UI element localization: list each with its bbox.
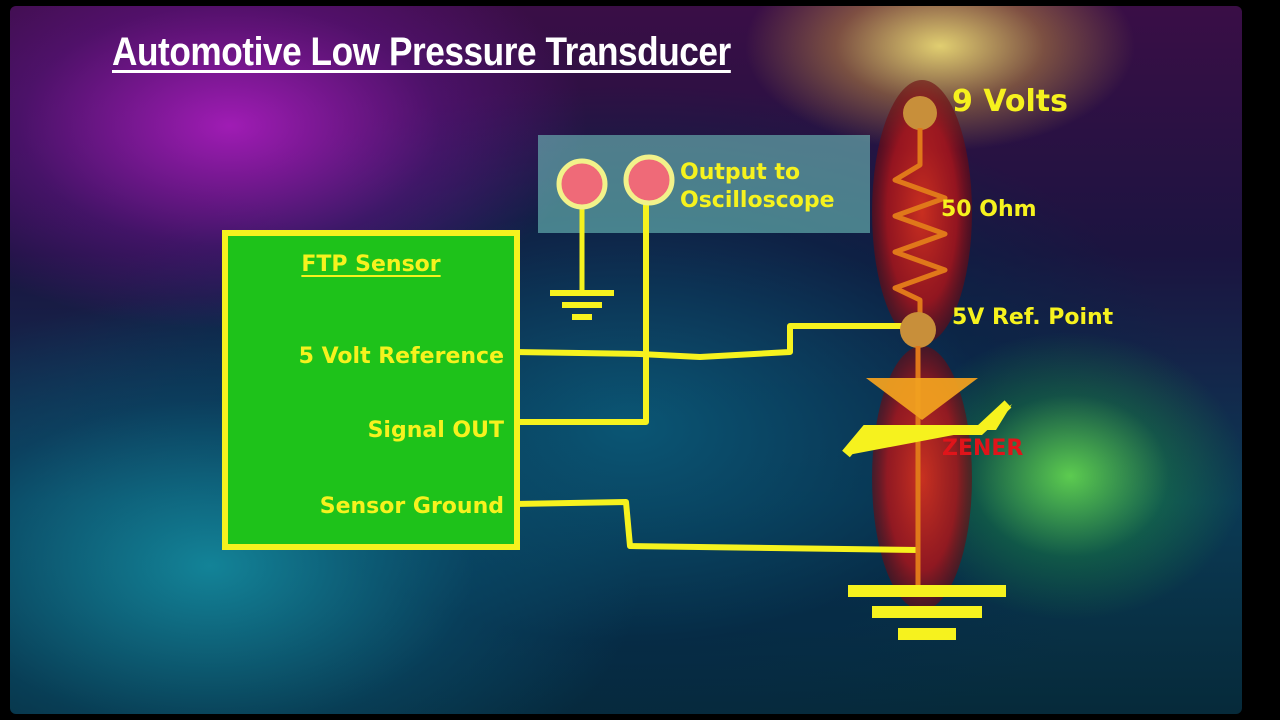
zener-diode (842, 346, 1012, 590)
supply-node (903, 96, 937, 130)
scope-ground-symbol (550, 290, 614, 320)
supply-voltage-label: 9 Volts (952, 84, 1068, 119)
slide-title: Automotive Low Pressure Transducer (112, 30, 731, 74)
wire-sensor-ground (513, 499, 919, 553)
resistor-50-ohm (892, 128, 948, 318)
wire-signal-out (514, 184, 649, 425)
resistor-label: 50 Ohm (941, 197, 1037, 222)
zener-label: ZENER (942, 436, 1024, 461)
sensor-signal-out-label: Signal OUT (367, 418, 504, 443)
slide-background (10, 6, 1242, 714)
sensor-ground-label: Sensor Ground (319, 494, 504, 519)
zener-highlight (872, 346, 972, 610)
resistor-highlight (872, 80, 972, 344)
oscilloscope-label: Output to Oscilloscope (680, 160, 835, 213)
scope-ground-terminal (556, 158, 608, 210)
wire-5v-reference (513, 323, 902, 360)
scope-signal-terminal (623, 154, 675, 206)
sensor-5v-reference-label: 5 Volt Reference (298, 344, 504, 369)
sensor-title: FTP Sensor (301, 252, 441, 277)
ref-point-node (900, 312, 936, 348)
ref-point-label: 5V Ref. Point (952, 305, 1114, 330)
ftp-sensor-box: FTP Sensor 5 Volt Reference Signal OUT S… (222, 230, 520, 550)
main-ground-symbol (848, 585, 1006, 640)
